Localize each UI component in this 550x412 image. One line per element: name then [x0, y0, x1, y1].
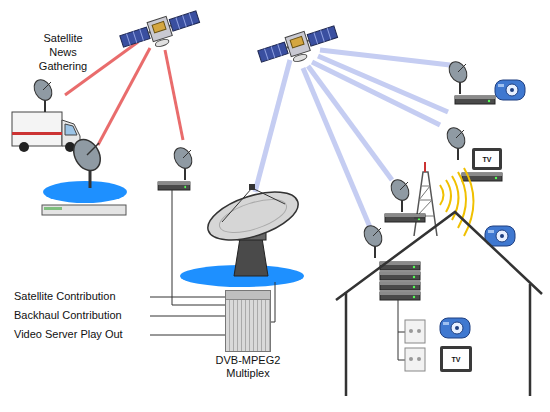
receiver-unit — [42, 205, 126, 215]
receiver — [385, 214, 425, 222]
contribution-receiver — [158, 182, 190, 190]
receiver — [380, 282, 420, 290]
signal-wire — [398, 332, 405, 360]
wall-plate — [405, 320, 425, 343]
signal-wire — [150, 297, 225, 298]
van-body — [12, 112, 62, 146]
satellite — [119, 7, 203, 57]
downlink-beam — [255, 60, 290, 192]
input-label: Video Server Play Out — [14, 327, 154, 341]
receiver-display — [44, 207, 62, 210]
van-dish — [31, 76, 56, 112]
signal-wire — [150, 335, 225, 336]
feed-strut — [252, 188, 285, 204]
input-label: Satellite Contribution — [14, 289, 154, 303]
signal-wire — [398, 300, 405, 332]
radio-device — [440, 318, 470, 338]
group-caption: Satellite News Gathering — [32, 31, 94, 73]
dish-reflector — [202, 182, 304, 249]
tv-set: TV — [472, 148, 502, 170]
input-label: Backhaul Contribution — [14, 308, 154, 322]
screen-label: TV — [452, 356, 461, 363]
home-dish — [388, 176, 413, 212]
contribution-dish — [171, 144, 196, 180]
uplink-beam — [165, 50, 183, 140]
receiver — [380, 292, 420, 300]
wall-socket — [417, 329, 421, 333]
multiplex-rack — [225, 290, 271, 352]
downlink-beam — [308, 66, 392, 180]
uplink-beam — [98, 48, 150, 145]
wall-socket — [417, 357, 421, 361]
receiver — [455, 96, 495, 104]
home-dish — [361, 222, 386, 258]
home-dish — [444, 124, 469, 160]
wall-socket — [409, 357, 413, 361]
signal-wire — [150, 316, 225, 317]
downlink-beam — [303, 68, 372, 232]
screen-label: TV — [483, 156, 492, 163]
radio-device — [495, 80, 525, 100]
signal-wire — [172, 190, 225, 305]
tower-lattice — [417, 186, 434, 216]
house-roof — [336, 212, 542, 300]
tv-set: TV — [440, 346, 472, 372]
feed-horn — [249, 184, 255, 190]
receiver — [380, 272, 420, 280]
receive-dish — [68, 135, 105, 188]
unit-label: DVB-MPEG2 Multiplex — [203, 354, 293, 380]
van-wheel — [19, 142, 29, 152]
tower-mast — [424, 162, 426, 172]
site-pool — [43, 181, 127, 203]
van-stripe — [12, 132, 62, 135]
radio-wave — [446, 180, 451, 212]
dish-pedestal — [234, 238, 268, 276]
wall-plate — [405, 348, 425, 371]
feed-strut — [222, 188, 252, 222]
van-window — [65, 124, 77, 135]
rack-panel — [226, 291, 270, 300]
wall-socket — [409, 329, 413, 333]
multiplex-unit: DVB-MPEG2 Multiplex — [203, 290, 293, 382]
house-wall — [346, 284, 530, 396]
home-dish — [446, 58, 471, 94]
radio-wave — [440, 185, 444, 205]
satellite — [257, 22, 341, 72]
signal-wire — [414, 218, 425, 219]
